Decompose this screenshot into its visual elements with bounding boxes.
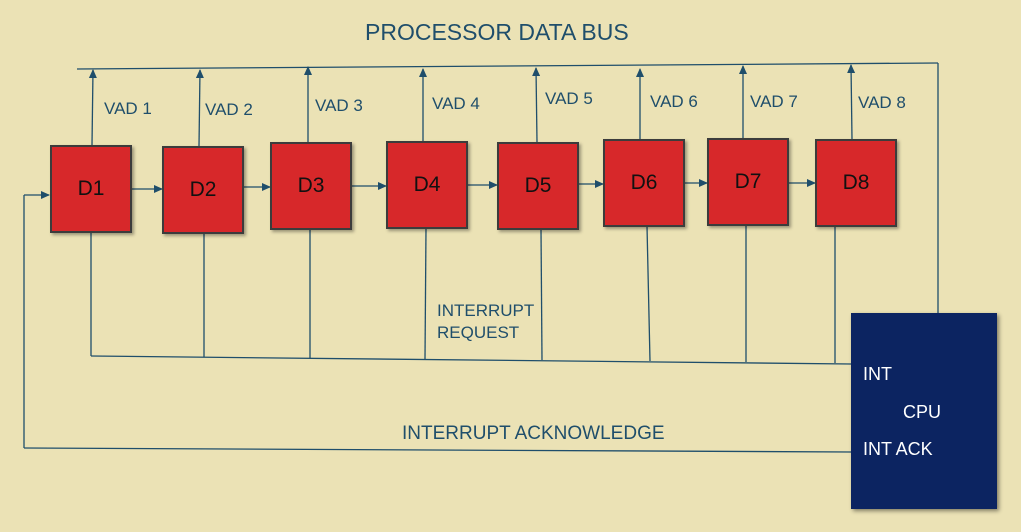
vad-label-4: VAD 4 xyxy=(432,94,480,113)
vad-label-1: VAD 1 xyxy=(104,99,152,118)
vad-label-8: VAD 8 xyxy=(858,93,906,112)
vad-arrow-1 xyxy=(88,69,97,146)
vad-arrow-5 xyxy=(532,67,541,143)
cpu-int-label: INT xyxy=(863,364,892,384)
vad-label-6: VAD 6 xyxy=(650,92,698,111)
data-bus-line xyxy=(76,62,939,70)
cpu-int-ack-label: INT ACK xyxy=(863,439,933,459)
interrupt-request-label-line2: REQUEST xyxy=(437,323,520,342)
vad-label-3: VAD 3 xyxy=(315,96,363,115)
vad-arrow-8 xyxy=(847,64,856,140)
vad-label-2: VAD 2 xyxy=(205,100,253,119)
interrupt-request-label-line1: INTERRUPT xyxy=(437,301,535,320)
irq-drop-5 xyxy=(540,228,543,361)
device-d8: D8 xyxy=(815,139,897,227)
device-d4: D4 xyxy=(386,141,468,229)
device-d3: D3 xyxy=(270,142,352,230)
device-d7: D7 xyxy=(707,138,789,226)
cpu-block: INT CPU INT ACK xyxy=(851,313,997,509)
device-d1: D1 xyxy=(50,145,132,233)
device-d5: D5 xyxy=(497,142,579,230)
irq-drop-6 xyxy=(646,225,651,362)
cpu-name-label: CPU xyxy=(903,402,942,422)
diagram-title: PROCESSOR DATA BUS xyxy=(365,19,629,45)
device-d2: D2 xyxy=(162,146,244,234)
irq-drop-4 xyxy=(424,227,427,360)
vad-label-7: VAD 7 xyxy=(750,92,798,111)
vad-label-5: VAD 5 xyxy=(545,89,593,108)
device-d6: D6 xyxy=(603,139,685,227)
vad-arrow-2 xyxy=(195,69,204,147)
interrupt-request-line xyxy=(90,355,852,365)
interrupt-acknowledge-label: INTERRUPT ACKNOWLEDGE xyxy=(402,423,665,444)
interrupt-acknowledge-line xyxy=(23,447,852,453)
